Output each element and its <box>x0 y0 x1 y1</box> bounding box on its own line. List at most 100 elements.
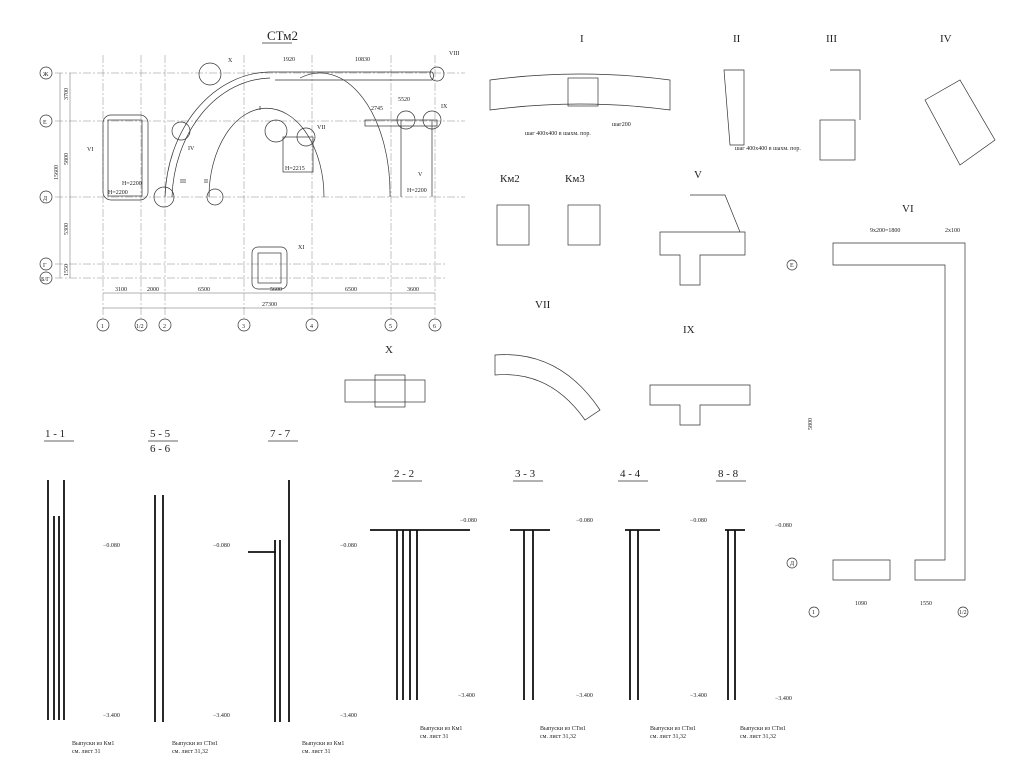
drawing-line <box>924 79 996 166</box>
drawing-label: Н=2200 <box>407 188 427 194</box>
drawing-line <box>171 121 191 141</box>
drawing-line <box>208 107 325 198</box>
drawing-label: см. лист 31,32 <box>650 734 686 740</box>
drawing-line <box>237 318 251 332</box>
drawing-line <box>370 529 470 700</box>
drawing-line <box>510 529 550 700</box>
section-5-5-6-6: 5 - 5 6 - 6 −0.080−3.400 Выпуски из СТм1… <box>148 428 230 755</box>
drawing-label: −0.080 <box>690 518 707 524</box>
drawing-line <box>384 318 398 332</box>
drawing-label: −0.080 <box>340 543 357 549</box>
drawing-line <box>659 231 746 286</box>
detail-IV: IV <box>924 33 996 166</box>
drawing-label: 5 - 5 <box>150 428 171 440</box>
drawing-label: −0.080 <box>460 518 477 524</box>
drawing-line <box>625 529 660 700</box>
drawing-label: VII <box>317 125 325 131</box>
drawing-label: 1/2 <box>136 324 144 330</box>
drawing-label: 1 <box>812 610 815 616</box>
drawing-line <box>344 379 426 403</box>
drawing-line <box>206 188 224 206</box>
drawing-label: 15600 <box>54 165 60 180</box>
drawing-label: IV <box>188 146 195 152</box>
drawing-line <box>299 72 391 198</box>
drawing-label: IX <box>441 104 448 110</box>
drawing-line <box>264 119 288 143</box>
drawing-label: II <box>204 179 208 185</box>
drawing-line <box>158 318 172 332</box>
detail-III: III <box>819 33 861 161</box>
drawing-line <box>422 110 442 130</box>
detail-X: X <box>344 344 426 408</box>
drawing-line <box>428 318 442 332</box>
drawing-line <box>830 69 861 120</box>
drawing-line <box>296 127 316 147</box>
drawing-label: −3.400 <box>340 713 357 719</box>
drawing-label: Н=2215 <box>285 166 305 172</box>
drawing-label: 1090 <box>855 601 867 607</box>
drawing-label: 9х200=1800 <box>870 228 900 234</box>
drawing-label: 2х100 <box>945 228 960 234</box>
drawing-label: Км3 <box>565 173 585 185</box>
drawing-line <box>786 259 798 271</box>
drawing-label: 5520 <box>398 97 410 103</box>
drawing-label: Выпуски из СТм1 <box>650 726 696 732</box>
detail-I: I шаг 400х400 в шахм. пор.шаг200 <box>489 33 671 137</box>
drawing-label: V <box>694 169 702 181</box>
drawing-label: 2 - 2 <box>394 468 414 480</box>
drawing-label: 5 <box>389 324 392 330</box>
drawing-label: см. лист 31,32 <box>540 734 576 740</box>
plan-callouts: X VIII I VII IV III II V IX VI XI Н=2200… <box>87 51 459 251</box>
drawing-label: Выпуски из Км1 <box>302 741 344 747</box>
drawing-label: 1550 <box>920 601 932 607</box>
drawing-label: Выпуски из СТм1 <box>540 726 586 732</box>
detail-IX: IX <box>649 324 751 426</box>
drawing-label: 2745 <box>371 106 383 112</box>
drawing-label: 1/2 <box>959 610 967 616</box>
drawing-label: VIII <box>449 51 459 57</box>
drawing-label: Ж <box>43 72 49 78</box>
drawing-label: III <box>826 33 837 45</box>
drawing-line <box>786 557 798 569</box>
drawing-label: 1550 <box>64 264 70 276</box>
drawing-label: см. лист 31,32 <box>172 749 208 755</box>
drawing-line <box>429 66 445 82</box>
drawing-label: Выпуски из Км1 <box>420 726 462 732</box>
drawing-line <box>494 354 601 421</box>
drawing-label: 4 - 4 <box>620 468 641 480</box>
drawing-label: XI <box>298 245 304 251</box>
drawing-line <box>282 136 314 173</box>
detail-VII: VII <box>494 299 601 421</box>
drawing-label: см. лист 31 <box>302 749 330 755</box>
drawing-line <box>305 318 319 332</box>
drawing-line <box>171 77 271 198</box>
drawing-label: 5600 <box>270 287 282 293</box>
detail-VI: VI 9х200=1800 2х100 5800 1090 1550 Е Д 1… <box>786 203 969 618</box>
drawing-label: Е <box>43 120 47 126</box>
drawing-label: VI <box>902 203 914 215</box>
detail-Km3: Км3 <box>565 173 601 246</box>
drawing-line <box>96 318 110 332</box>
drawing-line <box>102 114 149 201</box>
drawing-label: 3600 <box>407 287 419 293</box>
drawing-label: −0.080 <box>213 543 230 549</box>
drawing-label: 10830 <box>355 57 370 63</box>
drawing-label: 27300 <box>262 302 277 308</box>
drawing-label: 4 <box>310 324 313 330</box>
drawing-label: −0.080 <box>775 523 792 529</box>
drawing-line <box>134 318 148 332</box>
drawing-label: 3 - 3 <box>515 468 536 480</box>
drawing-line <box>808 606 820 618</box>
drawing-line <box>489 73 671 111</box>
drawing-line <box>832 559 891 581</box>
drawing-label: 3 <box>242 324 245 330</box>
drawing-line <box>198 62 222 86</box>
drawing-line <box>107 119 143 197</box>
plan-title: СТм2 <box>267 28 298 43</box>
drawing-label: Б/Г <box>41 277 50 283</box>
drawing-label: 6500 <box>198 287 210 293</box>
drawing-label: 5300 <box>64 223 70 235</box>
drawing-label: см. лист 31 <box>420 734 448 740</box>
